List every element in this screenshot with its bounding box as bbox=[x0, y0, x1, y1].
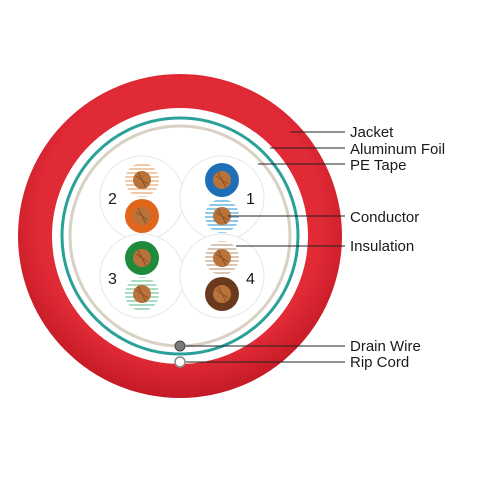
pair-1-number: 1 bbox=[246, 191, 255, 208]
pair-4-striped-wire bbox=[205, 241, 239, 275]
insulation-label: Insulation bbox=[350, 238, 414, 255]
drain-wire bbox=[174, 340, 186, 352]
conductor-label: Conductor bbox=[350, 209, 419, 226]
rip-cord bbox=[174, 356, 186, 368]
pair-3-number: 3 bbox=[108, 271, 117, 288]
pair-1-striped-wire bbox=[205, 199, 239, 233]
pair-3-striped-wire bbox=[125, 277, 159, 311]
aluminum-foil-label: Aluminum Foil bbox=[350, 141, 445, 158]
jacket-label: Jacket bbox=[350, 124, 394, 141]
pair-2-striped-wire bbox=[125, 163, 159, 197]
pair-4-bundle bbox=[179, 233, 265, 319]
rip-cord-label: Rip Cord bbox=[350, 354, 409, 371]
pair-3-solid-wire bbox=[125, 241, 159, 275]
pair-2-solid-wire bbox=[125, 199, 159, 233]
jacket-inner-edge bbox=[52, 108, 308, 364]
pair-4-number: 4 bbox=[246, 271, 255, 288]
pair-1-solid-wire bbox=[205, 163, 239, 197]
pair-2-number: 2 bbox=[108, 191, 117, 208]
drain-wire-label: Drain Wire bbox=[350, 338, 421, 355]
pair-4-solid-wire bbox=[205, 277, 239, 311]
aluminum-foil-ring bbox=[60, 116, 300, 356]
pe-tape-label: PE Tape bbox=[350, 157, 406, 174]
